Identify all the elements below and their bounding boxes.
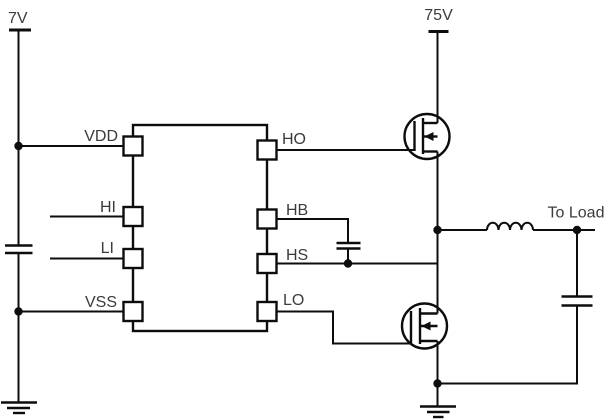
output-inductor [486,221,534,231]
hb-wire [276,218,349,243]
output-capacitor [561,295,593,307]
ground-symbol-right [420,405,456,419]
right-supply-label: 75V [424,7,453,24]
pin-hs [256,252,278,275]
pin-hb [256,208,278,230]
driver-ic: VDD HI LI VSS HO HB HS LO [84,123,308,333]
pin-label-hb: HB [286,202,308,219]
pin-li [122,247,144,270]
pin-label-ho: HO [282,131,306,148]
switch-node [433,151,442,314]
to-load-label: To Load [548,205,605,222]
mosfet-arrow [424,132,434,141]
pin-label-hi: HI [100,199,116,216]
input-wires [18,145,124,313]
high-side-mosfet [403,112,451,161]
pin-vss [122,300,144,323]
bus-supply-rail: 75V [424,7,453,123]
pin-lo [256,300,278,323]
output-filter: To Load [437,205,605,385]
pin-hi [122,205,144,228]
ic-body [131,123,269,333]
mosfet-arrow [421,321,431,331]
bootstrap-capacitor [336,241,361,250]
driver-output-wires [276,149,438,345]
pin-label-hs: HS [286,247,308,264]
pin-ho [256,139,278,161]
power-ground [420,379,456,419]
pin-label-li: LI [101,240,114,257]
pin-vdd [122,135,144,157]
left-supply-rail: 7V [1,10,37,415]
low-side-mosfet [400,302,449,384]
pin-label-vss: VSS [85,294,117,311]
lo-gate-wire [276,310,411,345]
pin-label-vdd: VDD [84,128,118,145]
input-capacitor [5,244,33,255]
left-supply-label: 7V [8,10,28,27]
ground-symbol-left [1,401,37,415]
pin-label-lo: LO [283,292,304,309]
